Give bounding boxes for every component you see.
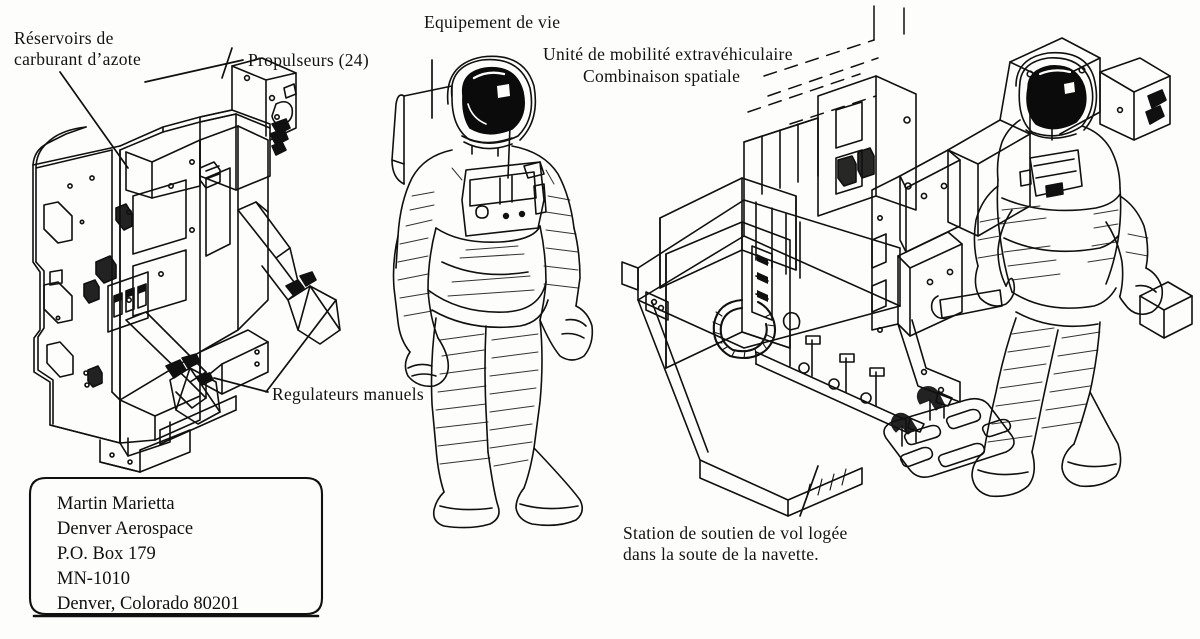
shuttle-bay-wall xyxy=(747,39,879,125)
figure-emu-suit xyxy=(391,55,594,529)
label-life-support: Equipement de vie xyxy=(424,12,561,32)
label-emu-line-1: Unité de mobilité extravéhiculaire xyxy=(543,44,793,64)
label-emu-line-2: Combinaison spatiale xyxy=(583,66,741,86)
label-nitrogen-tanks: Réservoirs de carburant d’azote xyxy=(14,28,142,69)
figure-flight-support-station xyxy=(621,5,1193,517)
address-line: Martin Marietta xyxy=(57,494,175,514)
leader-nitrogen-tanks xyxy=(59,71,129,169)
leader-thrusters xyxy=(144,59,244,83)
address-box-frame xyxy=(28,476,324,618)
address-block: Martin Marietta Denver Aerospace P.O. Bo… xyxy=(57,492,240,617)
label-flight-support-station: Station de soutien de vol logée dans la … xyxy=(623,523,848,564)
address-line: Denver Aerospace xyxy=(57,519,194,539)
label-hand-controllers: Regulateurs manuels xyxy=(272,384,424,404)
address-line: Denver, Colorado 80201 xyxy=(57,594,240,614)
figure-mmu xyxy=(32,47,341,473)
address-line: P.O. Box 179 xyxy=(57,544,156,564)
label-thrusters: Propulseurs (24) xyxy=(248,50,369,70)
address-line: MN-1010 xyxy=(57,569,130,589)
